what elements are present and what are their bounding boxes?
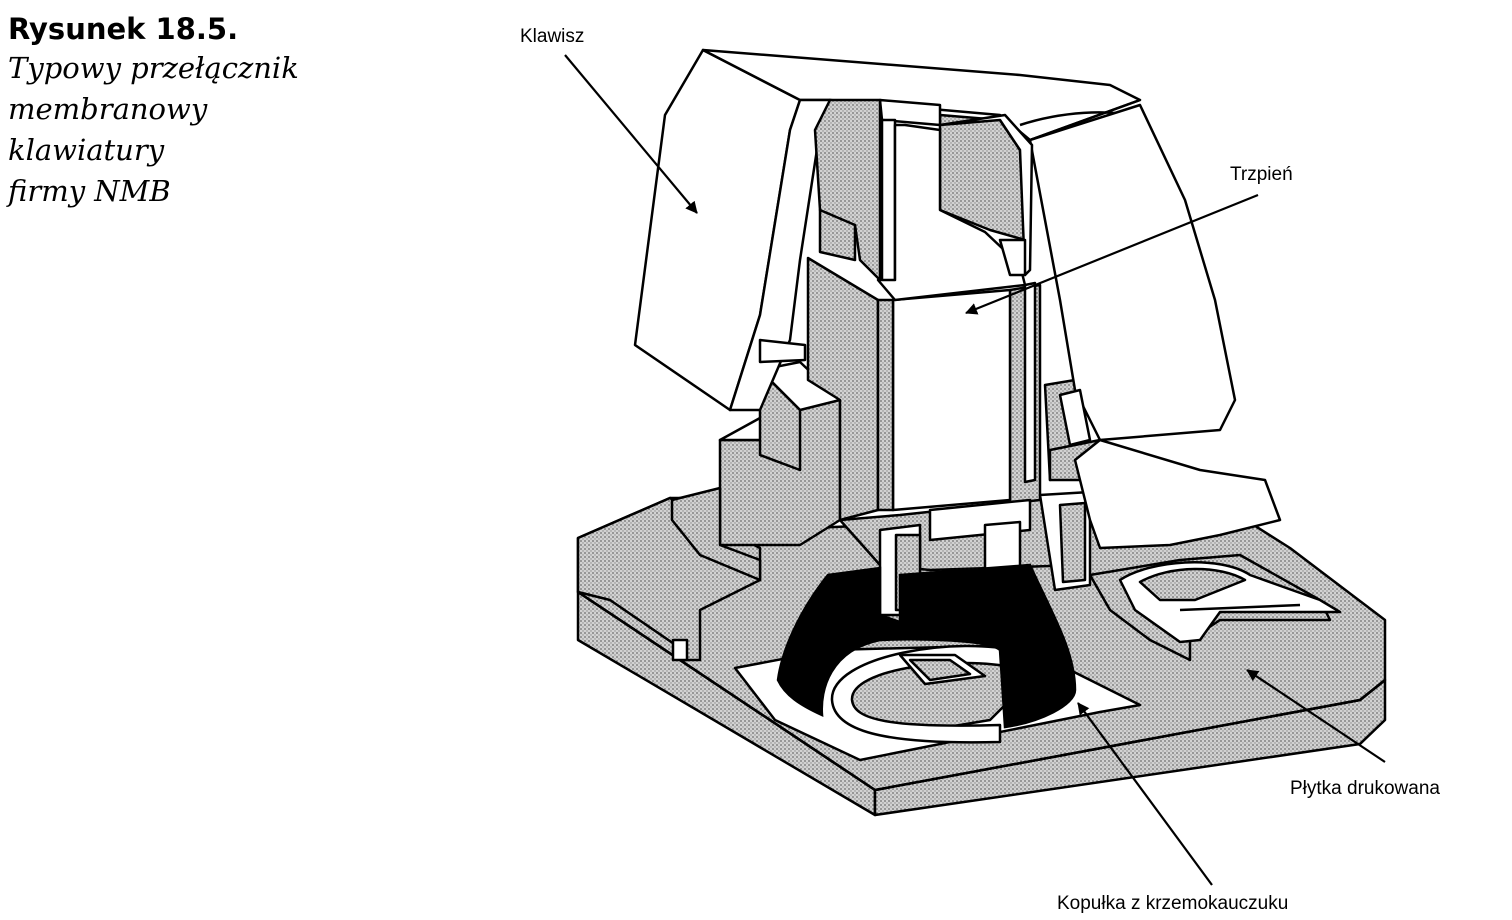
caption-line-3: klawiatury [8,133,165,167]
key-arrow [564,54,698,214]
label-circuit-board-text: Płytka drukowana [1290,778,1440,799]
rubber-dome-arrow [1077,702,1213,886]
label-key: Klawisz [520,26,698,214]
circuit-board-arrow [1246,669,1386,763]
caption-line-1: Typowy przełącznik [8,51,299,85]
label-circuit-board: Płytka drukowana [1246,669,1440,799]
label-plunger-text: Trzpień [1230,164,1293,185]
figure-number: Rysunek 18.5. [8,12,239,46]
figure-caption: Rysunek 18.5. Typowy przełącznik membran… [8,10,338,212]
label-plunger: Trzpień [965,164,1293,315]
caption-line-2: membranowy [8,92,208,126]
label-rubber-dome-text: Kopułka z krzemokauczuku [1057,893,1288,914]
plunger-arrow [965,193,1259,315]
key-cap [633,48,1282,550]
rubber-dome [776,563,1077,729]
caption-line-4: firmy NMB [8,174,171,208]
switch-housing [670,208,1102,617]
label-key-text: Klawisz [520,26,584,47]
label-rubber-dome: Kopułka z krzemokauczuku [1057,702,1288,914]
